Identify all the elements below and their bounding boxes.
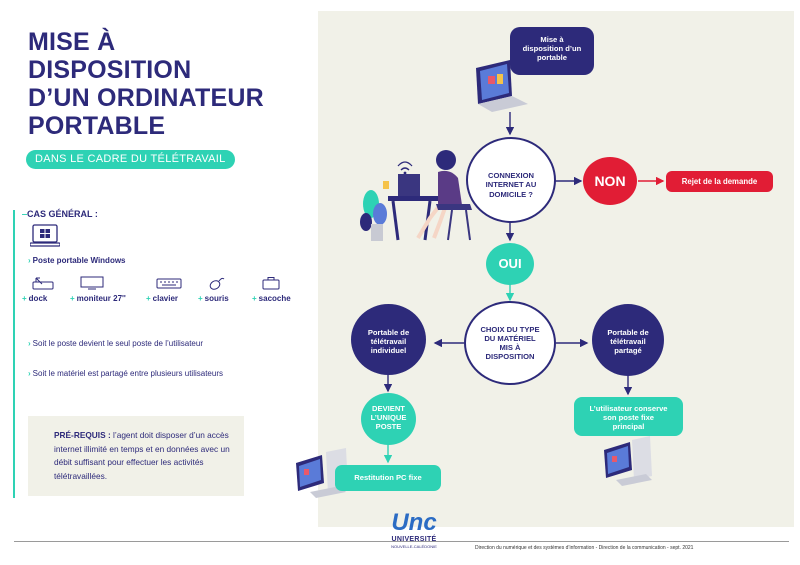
- prerequisite-label: PRÉ-REQUIS :: [54, 430, 111, 440]
- monitor-icon: [80, 276, 104, 290]
- shared-node: Portable de télétravail partagé: [592, 304, 664, 376]
- title-line: MISE À: [28, 28, 116, 56]
- windows-laptop-icon: [30, 224, 60, 247]
- no-node: NON: [583, 157, 637, 205]
- footer-credit: Direction du numérique et des systèmes d…: [475, 545, 694, 551]
- question-type-node: CHOIX DU TYPE DU MATÉRIEL MIS À DISPOSIT…: [464, 301, 556, 385]
- yes-label: OUI: [498, 256, 522, 271]
- yes-node: OUI: [486, 243, 534, 285]
- desktop-pc-illustration: [604, 436, 652, 486]
- accessory-mouse: +souris: [198, 276, 229, 303]
- accessory-bag: +sacoche: [252, 276, 291, 303]
- keeps-node: L’utilisateur conserve son poste fixe pr…: [574, 397, 683, 436]
- keyboard-icon: [156, 278, 182, 289]
- title-line: D’UN ORDINATEUR: [28, 84, 264, 112]
- page-title: MISE À DISPOSITION D’UN ORDINATEUR PORTA…: [28, 28, 308, 140]
- note-shared-device: ›Soit le matériel est partagé entre plus…: [28, 369, 223, 378]
- prerequisite-text: l’agent doit disposer d’un accès interne…: [54, 430, 230, 481]
- accessory-dock: +dock: [22, 276, 54, 303]
- note-single-device: ›Soit le poste devient le seul poste de …: [28, 339, 203, 348]
- bag-icon: [262, 277, 280, 290]
- accessory-keyboard: +clavier: [146, 276, 182, 303]
- reject-node: Rejet de la demande: [666, 171, 773, 192]
- restitution-label: Restitution PC fixe: [354, 473, 422, 482]
- start-node: Mise à disposition d’un portable: [510, 27, 594, 75]
- reject-label: Rejet de la demande: [681, 177, 758, 186]
- accessory-monitor: +moniteur 27'': [70, 276, 126, 303]
- dock-icon: [32, 277, 54, 290]
- section-accent-bar: [13, 210, 15, 498]
- footer-divider: [14, 541, 789, 542]
- subtitle-badge: DANS LE CADRE DU TÉLÉTRAVAIL: [26, 150, 235, 169]
- general-case-heading: CAS GÉNÉRAL :: [22, 209, 98, 219]
- title-line: PORTABLE: [28, 112, 166, 140]
- logo-university: UNIVERSITÉ: [391, 536, 437, 543]
- title-line: DISPOSITION: [28, 56, 192, 84]
- logo-mark: Unc: [391, 509, 437, 536]
- teleworker-illustration: [360, 150, 472, 241]
- university-logo: Unc UNIVERSITÉ NOUVELLE-CALÉDONIE: [377, 510, 451, 562]
- question-internet-node: CONNEXION INTERNET AU DOMICILE ?: [466, 137, 556, 223]
- unique-node: DEVIENT L’UNIQUE POSTE: [361, 393, 416, 445]
- laptop-illustration: [476, 60, 528, 112]
- individual-label: Portable de télétravail individuel: [367, 328, 410, 356]
- individual-node: Portable de télétravail individuel: [351, 304, 426, 375]
- shared-label: Portable de télétravail partagé: [607, 328, 649, 356]
- restitution-node: Restitution PC fixe: [335, 465, 441, 491]
- unique-label: DEVIENT L’UNIQUE POSTE: [370, 404, 407, 432]
- prerequisite-box: PRÉ-REQUIS : l’agent doit disposer d’un …: [28, 416, 244, 496]
- question-internet-label: CONNEXION INTERNET AU DOMICILE ?: [485, 171, 537, 199]
- logo-region: NOUVELLE-CALÉDONIE: [391, 544, 437, 549]
- keeps-label: L’utilisateur conserve son poste fixe pr…: [589, 404, 668, 432]
- main-item-label: ›Poste portable Windows: [28, 256, 126, 265]
- question-type-label: CHOIX DU TYPE DU MATÉRIEL MIS À DISPOSIT…: [480, 324, 540, 362]
- start-node-label: Mise à disposition d’un portable: [522, 35, 582, 63]
- mouse-icon: [209, 277, 225, 290]
- no-label: NON: [594, 173, 626, 189]
